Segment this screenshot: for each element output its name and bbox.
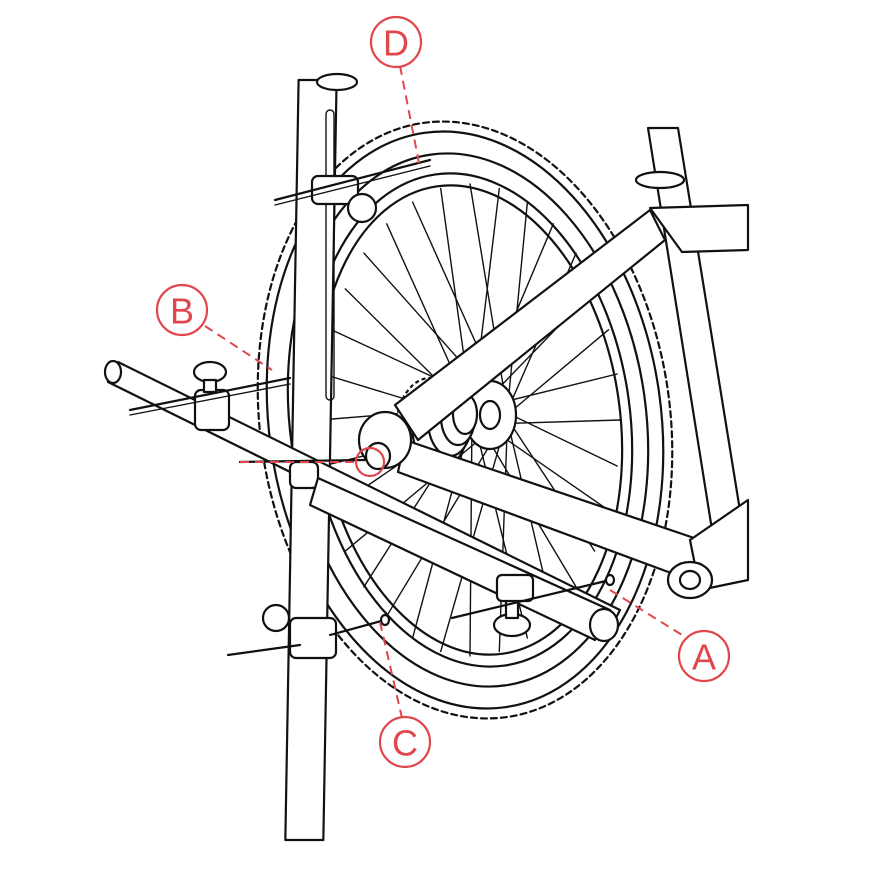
callout-b-circle bbox=[155, 283, 209, 337]
seat-stay bbox=[393, 208, 667, 442]
callout-c: C bbox=[378, 621, 432, 769]
a-rod-tip bbox=[604, 573, 616, 587]
lower-rod-right bbox=[328, 618, 387, 637]
spoke bbox=[498, 412, 509, 653]
callout-c-circle bbox=[378, 715, 432, 769]
callout-a-label: A bbox=[692, 637, 716, 678]
callout-b: B bbox=[155, 283, 273, 371]
lower-arm-end bbox=[588, 607, 620, 643]
lower-arm-tube bbox=[308, 476, 612, 642]
callout-d: D bbox=[369, 15, 423, 169]
callout-b-label: B bbox=[170, 291, 194, 332]
callout-d-leader bbox=[399, 65, 421, 169]
callout-c-leader bbox=[379, 621, 403, 719]
bike-frame bbox=[357, 126, 750, 600]
callout-c-label: C bbox=[392, 723, 418, 764]
seat-clamp bbox=[634, 170, 686, 190]
upper-rod-edge bbox=[274, 165, 431, 206]
upper-knob bbox=[346, 192, 378, 224]
callout-b-leader bbox=[204, 325, 273, 371]
top-tube bbox=[648, 203, 750, 254]
arm-rod-b-edge bbox=[129, 383, 291, 416]
lower-rod-tip bbox=[379, 613, 391, 627]
spoke bbox=[386, 419, 506, 617]
callout-a-leader bbox=[609, 589, 691, 641]
spoke bbox=[469, 183, 509, 416]
upper-rod bbox=[273, 158, 432, 202]
upright-slot bbox=[325, 109, 335, 401]
rear-axle bbox=[364, 441, 392, 471]
callout-a-circle bbox=[677, 629, 731, 683]
spoke bbox=[440, 416, 509, 653]
axle-highlight-ring bbox=[354, 446, 386, 478]
bottom-bracket-hole bbox=[678, 569, 702, 591]
lower-rod-left bbox=[226, 643, 302, 657]
hub-center bbox=[478, 399, 502, 431]
a-rod bbox=[450, 578, 612, 620]
axle-mount-sleeve bbox=[288, 460, 320, 490]
arm-rod-b bbox=[128, 376, 292, 412]
lower-knob bbox=[261, 603, 291, 633]
callout-a: A bbox=[609, 589, 731, 683]
upright-post-top bbox=[315, 72, 359, 92]
support-arm bbox=[103, 359, 622, 643]
arm-tube-end bbox=[103, 359, 123, 385]
lower-collar bbox=[288, 616, 338, 660]
arm-knob-stem bbox=[202, 378, 218, 394]
callout-d-label: D bbox=[383, 23, 409, 64]
a-clamp-collar bbox=[495, 573, 535, 603]
callout-d-circle bbox=[369, 15, 423, 69]
